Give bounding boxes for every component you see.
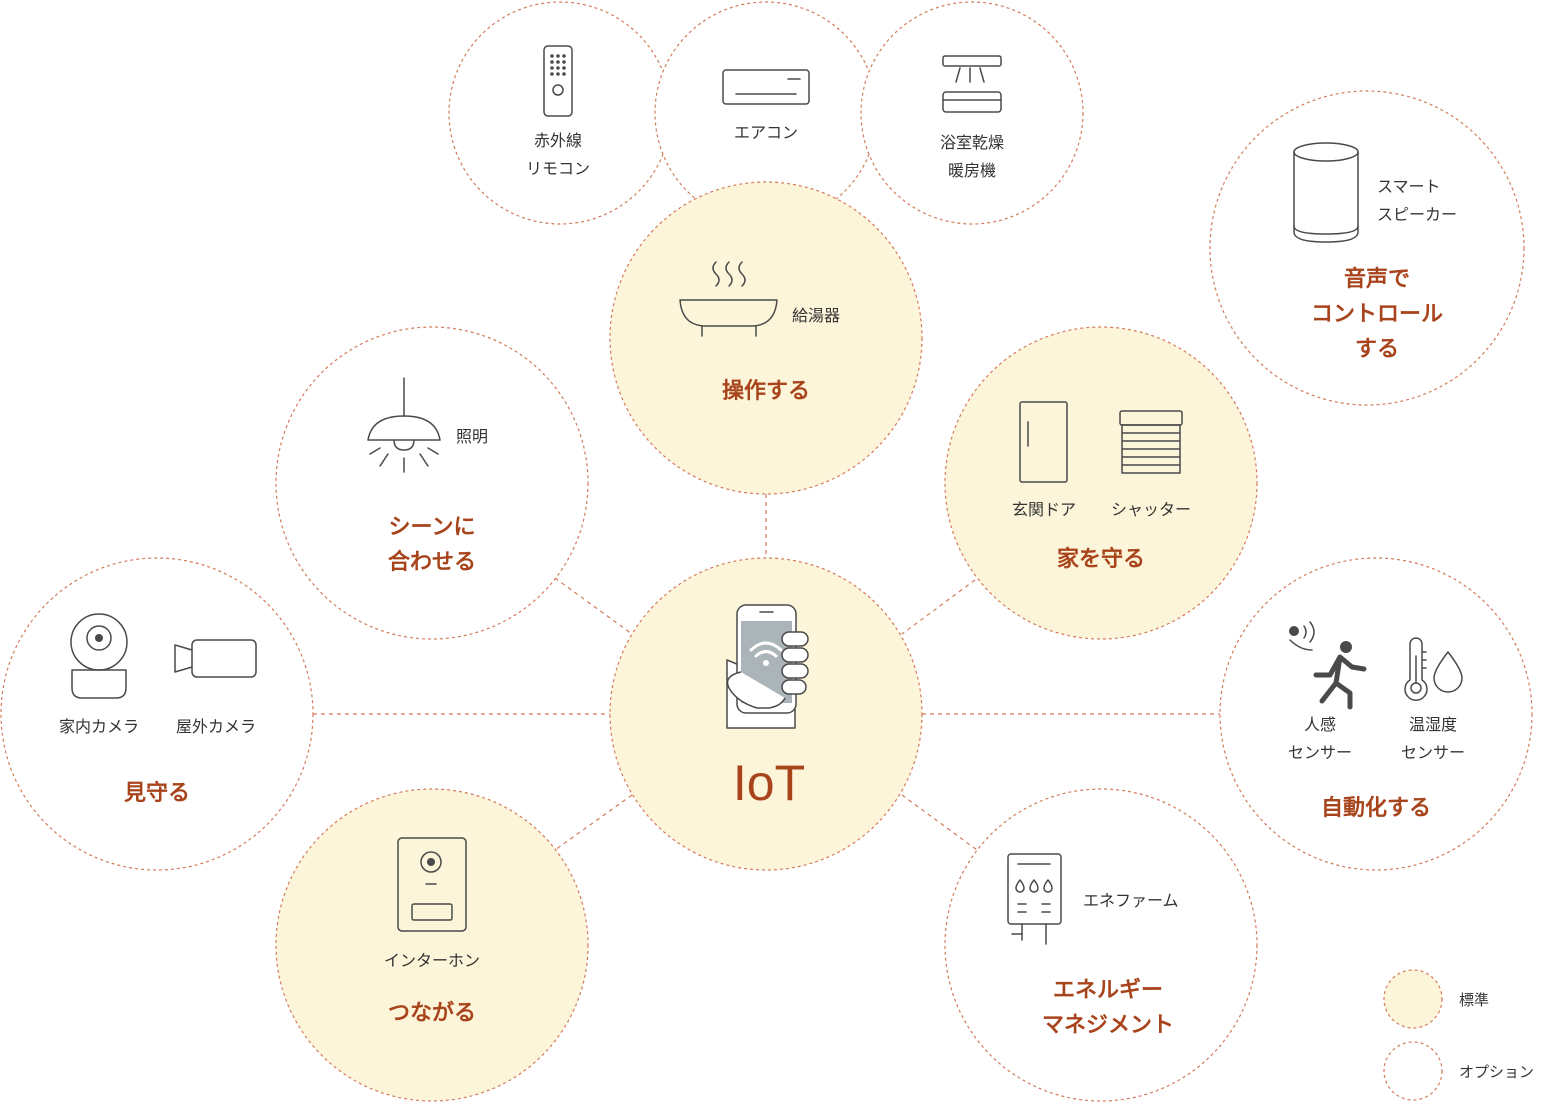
legend-standard-swatch (1383, 969, 1443, 1029)
protect-circle (944, 326, 1258, 640)
shutter-label: シャッター (1111, 500, 1191, 519)
aircon-icon (722, 69, 810, 105)
lighting-label: 照明 (456, 427, 488, 446)
enefarm-icon (1007, 853, 1062, 945)
intercom-icon (397, 837, 467, 932)
voice-category-3: する (1355, 337, 1399, 362)
smart-speaker-icon (1293, 142, 1359, 243)
temp-humidity-label-2: センサー (1401, 743, 1465, 762)
scene-category-1: シーンに (389, 515, 476, 540)
motion-sensor-icon (1289, 621, 1367, 710)
intercom-label: インターホン (384, 951, 480, 970)
thermometer-drop-icon (1404, 637, 1463, 701)
water-heater-label: 給湯器 (792, 306, 840, 325)
automate-circle (1219, 557, 1533, 871)
shutter-icon (1119, 410, 1183, 474)
watch-circle (0, 557, 314, 871)
bath-dryer-label-1: 浴室乾燥 (940, 133, 1004, 152)
energy-category-1: エネルギー (1053, 978, 1163, 1003)
legend: 標準 オプション (1383, 969, 1534, 1101)
connect-category: つながる (388, 1000, 476, 1026)
motion-sensor-label-1: 人感 (1304, 715, 1336, 734)
smart-speaker-label-1: スマート (1377, 177, 1441, 196)
legend-option-swatch (1383, 1041, 1443, 1101)
temp-humidity-label-1: 温湿度 (1409, 715, 1457, 734)
iot-title: IoT (733, 755, 805, 811)
front-door-label: 玄関ドア (1012, 500, 1076, 519)
operate-category: 操作する (722, 379, 810, 404)
bath-dryer-icon (942, 55, 1002, 113)
legend-standard-label: 標準 (1459, 991, 1489, 1009)
ir-remote-circle (448, 1, 672, 225)
scene-circle (275, 326, 589, 640)
smartphone-hand-icon (726, 604, 809, 729)
enefarm-label: エネファーム (1083, 891, 1179, 910)
bath-dryer-circle (860, 1, 1084, 225)
scene-category-2: 合わせる (388, 549, 476, 575)
ir-remote-label-2: リモコン (526, 159, 590, 178)
front-door-icon (1019, 401, 1068, 483)
connect-circle (275, 788, 589, 1102)
smart-speaker-label-2: スピーカー (1377, 205, 1457, 224)
voice-circle (1209, 90, 1525, 406)
protect-category: 家を守る (1057, 546, 1145, 572)
motion-sensor-label-2: センサー (1288, 743, 1352, 762)
operate-circle (609, 181, 923, 495)
indoor-camera-label: 家内カメラ (59, 717, 139, 736)
watch-category: 見守る (124, 780, 190, 806)
indoor-camera-icon (70, 613, 128, 699)
voice-category-1: 音声で (1344, 266, 1410, 292)
bath-dryer-label-2: 暖房機 (948, 161, 996, 180)
outdoor-camera-icon (174, 639, 257, 678)
connector-lines (313, 494, 1220, 851)
outdoor-camera-label: 屋外カメラ (176, 717, 256, 736)
aircon-label: エアコン (734, 123, 798, 142)
energy-circle (944, 788, 1258, 1102)
automate-category: 自動化する (1321, 795, 1431, 821)
ir-remote-label-1: 赤外線 (534, 131, 582, 150)
legend-option-label: オプション (1459, 1063, 1534, 1081)
pendant-light-icon (367, 377, 441, 473)
voice-category-2: コントロール (1311, 302, 1443, 327)
bathtub-icon (679, 261, 778, 337)
energy-category-2: マネジメント (1042, 1013, 1174, 1038)
ir-remote-icon (543, 45, 573, 117)
